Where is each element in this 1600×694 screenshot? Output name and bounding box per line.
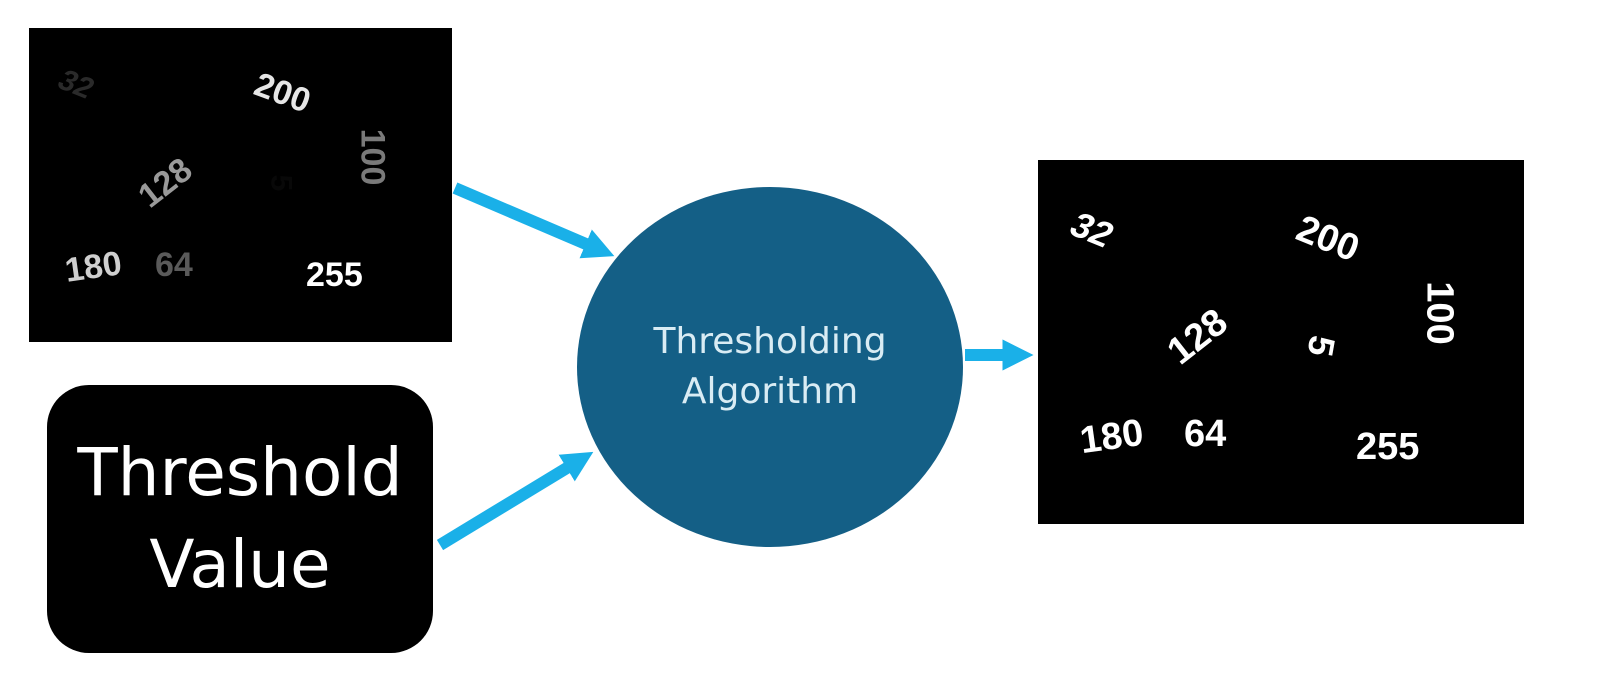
output-image: 32 200 100 128 5 180 64 255 (1038, 160, 1524, 524)
output-number-180: 180 (1077, 411, 1147, 463)
input-image: 32 200 100 128 5 180 64 255 (29, 28, 452, 342)
algorithm-line1: Thresholding (653, 321, 887, 362)
algorithm-line2: Algorithm (681, 371, 859, 412)
thresholding-algorithm-circle: Thresholding Algorithm (577, 187, 963, 547)
output-number-32: 32 (1062, 204, 1122, 255)
output-number-5: 5 (1299, 332, 1344, 360)
output-number-100: 100 (1418, 281, 1461, 345)
output-number-255: 255 (1356, 426, 1420, 468)
threshold-value-box: Threshold Value (47, 385, 433, 653)
output-number-64: 64 (1184, 413, 1227, 455)
arrow-threshold-to-algorithm (436, 451, 594, 551)
threshold-box-line1: Threshold (77, 434, 403, 511)
threshold-box-line2: Value (149, 526, 331, 603)
output-number-200: 200 (1290, 207, 1365, 271)
output-number-128: 128 (1159, 300, 1236, 374)
arrow-image-to-algorithm (452, 182, 615, 259)
input-number-255: 255 (306, 256, 363, 294)
input-number-64: 64 (155, 246, 193, 284)
